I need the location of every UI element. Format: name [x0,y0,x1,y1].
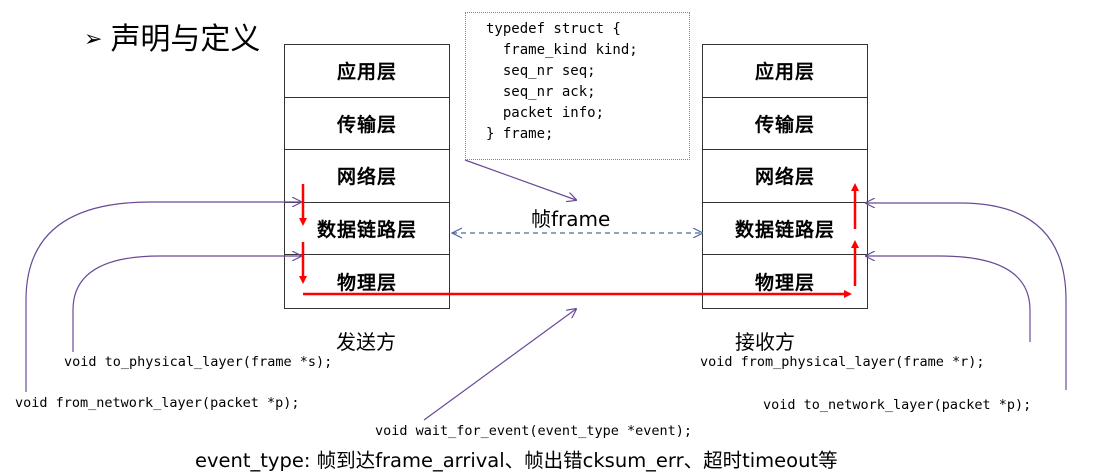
frame-struct-callout: typedef struct { frame_kind kind; seq_nr… [465,12,690,160]
receiver-layer-application: 应用层 [703,45,867,98]
sender-protocol-stack: 应用层 传输层 网络层 数据链路层 物理层 [284,44,450,309]
sender-layer-transport: 传输层 [285,98,449,151]
receiver-protocol-stack: 应用层 传输层 网络层 数据链路层 物理层 [702,44,868,309]
receiver-layer-network: 网络层 [703,150,867,203]
receiver-layer-transport: 传输层 [703,98,867,151]
sender-layer-datalink: 数据链路层 [285,203,449,256]
wait-for-event-signature: void wait_for_event(event_type *event); [375,423,692,439]
sender-layer-application: 应用层 [285,45,449,98]
sender-label: 发送方 [336,330,396,354]
to-network-layer-connector [866,203,1067,390]
to-physical-layer-signature: void to_physical_layer(frame *s); [64,354,333,370]
wait-event-pointer [423,309,576,421]
from-network-layer-signature: void from_network_layer(packet *p); [15,395,300,411]
struct-callout-pointer [464,159,576,200]
receiver-label: 接收方 [735,330,795,354]
event-type-description: event_type: 帧到达frame_arrival、帧出错cksum_er… [195,449,838,472]
sender-layer-network: 网络层 [285,150,449,203]
slide-title: ➢ 声明与定义 [84,14,260,58]
sender-layer-physical: 物理层 [336,272,397,295]
frame-struct-code: typedef struct { frame_kind kind; seq_nr… [486,21,638,142]
from-physical-layer-signature: void from_physical_layer(frame *r); [700,354,985,370]
receiver-layer-physical: 物理层 [754,272,815,295]
to-physical-layer-connector [72,256,301,352]
receiver-layer-datalink: 数据链路层 [703,203,867,256]
slide-title-text: 声明与定义 [110,22,261,57]
from-physical-layer-connector [866,256,1031,342]
to-network-layer-signature: void to_network_layer(packet *p); [763,397,1032,413]
from-network-layer-connector [25,202,301,392]
peer-link-left-head [450,227,463,239]
bullet-arrow-icon: ➢ [84,27,103,52]
frame-label: 帧frame [531,207,611,231]
